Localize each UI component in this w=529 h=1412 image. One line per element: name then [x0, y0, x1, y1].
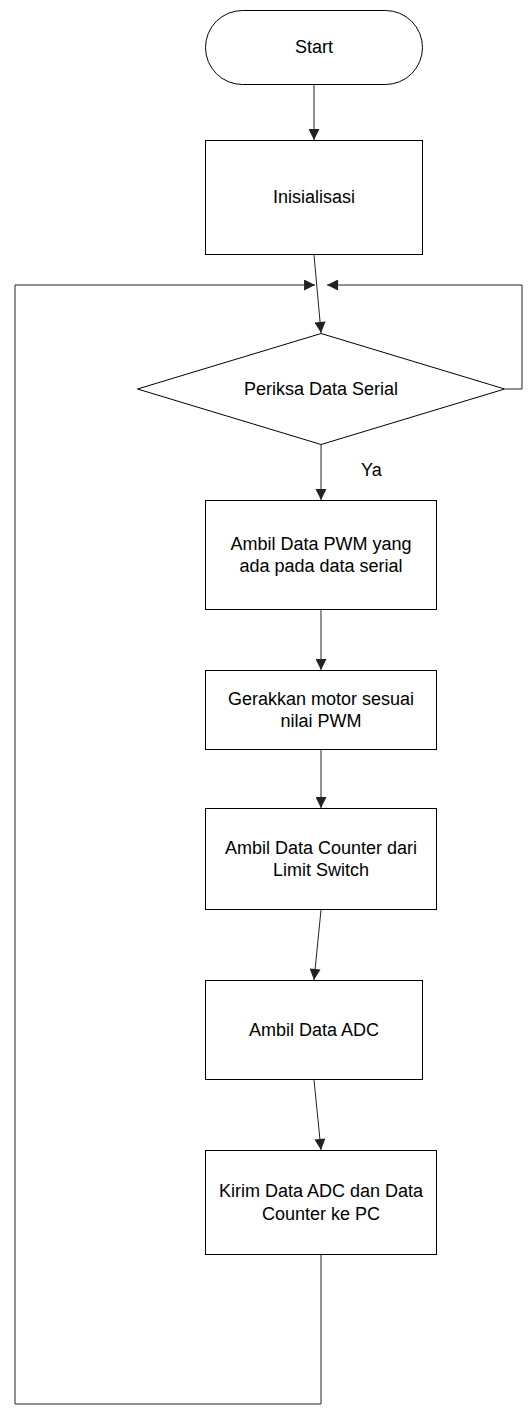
flow-arrow — [321, 610, 322, 670]
decision-text: Periksa Data Serial — [234, 378, 408, 401]
process-box: Ambil Data Counter dari Limit Switch — [205, 808, 437, 910]
process-box: Ambil Data PWM yang ada pada data serial — [205, 500, 437, 610]
flow-arrow — [321, 750, 322, 808]
flow-arrow — [314, 85, 315, 140]
process-box: Inisialisasi — [205, 140, 423, 255]
node-text: Ambil Data Counter dari Limit Switch — [206, 837, 436, 882]
flow-arrow — [314, 910, 321, 980]
node-text: Start — [285, 36, 343, 59]
process-box: Gerakkan motor sesuai nilai PWM — [205, 670, 437, 750]
flow-arrow — [314, 255, 321, 333]
node-text: Kirim Data ADC dan Data Counter ke PC — [206, 1180, 436, 1225]
decision-diamond: Periksa Data Serial — [137, 333, 505, 445]
node-text: Ambil Data PWM yang ada pada data serial — [206, 533, 436, 578]
node-text: Gerakkan motor sesuai nilai PWM — [206, 688, 436, 733]
node-text: Ambil Data ADC — [239, 1019, 389, 1042]
process-box: Ambil Data ADC — [205, 980, 423, 1080]
flow-arrow — [314, 1080, 321, 1150]
edge-label: Ya — [359, 460, 384, 482]
flow-arrow — [321, 445, 322, 500]
node-text: Inisialisasi — [263, 186, 365, 209]
terminal-start: Start — [205, 10, 423, 85]
process-box: Kirim Data ADC dan Data Counter ke PC — [205, 1150, 437, 1255]
